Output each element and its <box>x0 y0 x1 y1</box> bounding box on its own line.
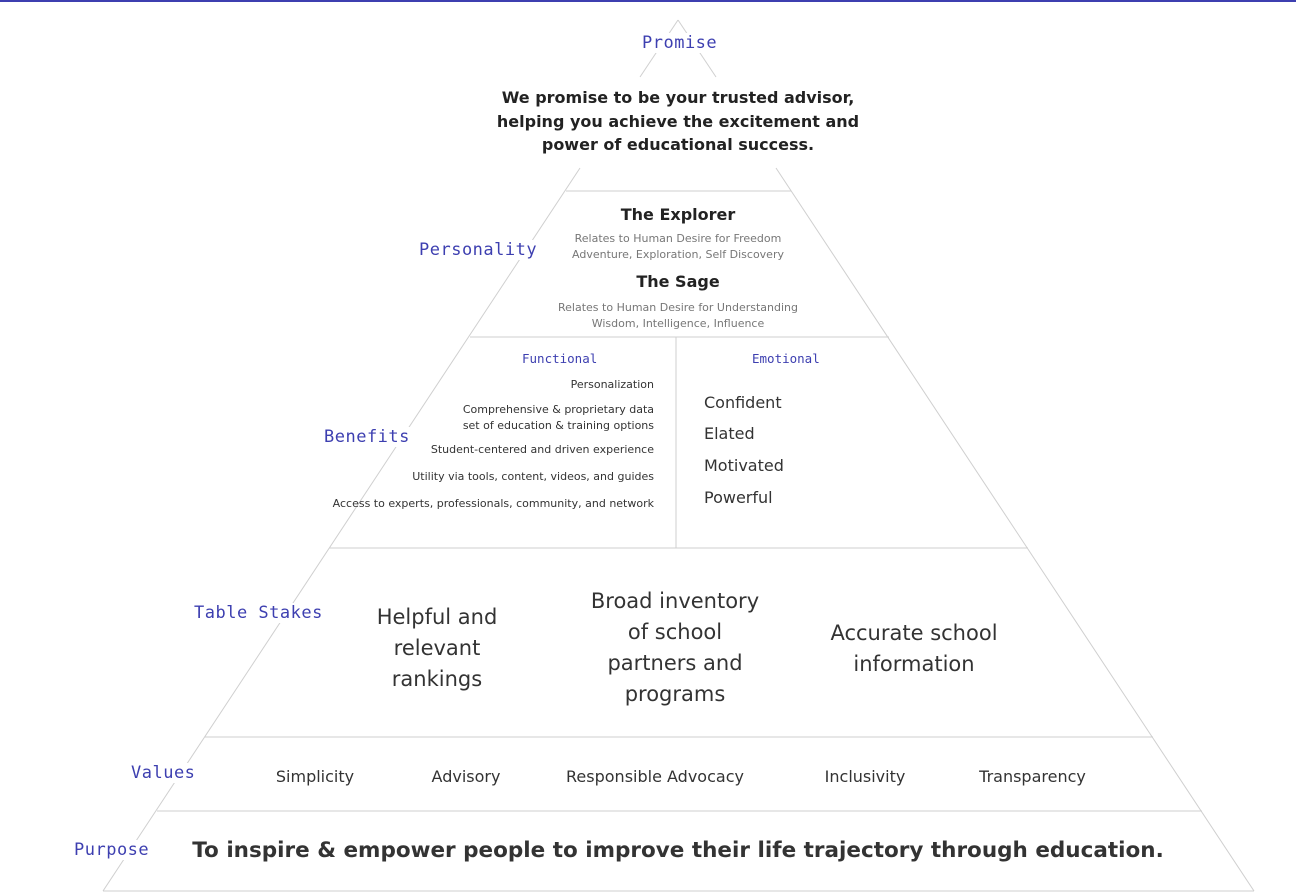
table-stake-line: Helpful and <box>376 605 498 629</box>
archetype-title: The Sage <box>636 272 720 291</box>
layer-label-benefits: Benefits <box>320 427 414 447</box>
functional-benefit: Access to experts, professionals, commun… <box>332 497 654 510</box>
layer-label-promise: Promise <box>638 33 722 53</box>
archetype-description: Relates to Human Desire for Freedom Adve… <box>478 231 878 263</box>
promise-line: helping you achieve the excitement and <box>496 111 860 131</box>
layer-label-personality: Personality <box>415 240 542 260</box>
value-item: Transparency <box>979 767 1086 786</box>
archetype-desc-line: Relates to Human Desire for Freedom <box>574 232 782 245</box>
table-stake-line: of school <box>627 620 723 644</box>
functional-heading: Functional <box>522 351 598 366</box>
emotional-benefit: Motivated <box>704 456 784 475</box>
table-stake-line: Accurate school <box>830 621 998 645</box>
functional-benefit-line: set of education & training options <box>462 419 654 432</box>
table-stake-line: relevant <box>393 636 481 660</box>
value-item: Responsible Advocacy <box>566 767 744 786</box>
functional-benefit: Comprehensive & proprietary data set of … <box>463 402 654 434</box>
table-stake-line: Broad inventory <box>590 589 760 613</box>
pyramid-edge-right <box>775 167 1255 892</box>
emotional-benefit: Powerful <box>704 488 773 507</box>
emotional-heading: Emotional <box>752 351 820 366</box>
table-stake-item: Broad inventory of school partners and p… <box>565 586 785 710</box>
table-stake-item: Helpful and relevant rankings <box>337 602 537 695</box>
promise-line: We promise to be your trusted advisor, <box>501 88 855 107</box>
promise-statement: We promise to be your trusted advisor, h… <box>478 86 878 157</box>
emotional-benefit: Elated <box>704 424 755 443</box>
archetype-desc-line: Wisdom, Intelligence, Influence <box>591 317 765 330</box>
layer-label-table-stakes: Table Stakes <box>190 603 327 623</box>
functional-benefit-line: Comprehensive & proprietary data <box>462 403 654 416</box>
table-stake-line: partners and <box>607 651 743 675</box>
emotional-benefit: Confident <box>704 393 782 412</box>
table-stake-line: rankings <box>391 667 483 691</box>
table-stake-line: programs <box>624 682 726 706</box>
functional-benefit: Personalization <box>570 378 654 391</box>
value-item: Inclusivity <box>824 767 906 786</box>
top-accent-bar <box>0 0 1296 2</box>
table-stake-item: Accurate school information <box>804 618 1024 680</box>
value-item: Advisory <box>431 767 501 786</box>
archetype-desc-line: Adventure, Exploration, Self Discovery <box>572 248 784 261</box>
promise-line: power of educational success. <box>541 135 815 154</box>
layer-label-values: Values <box>127 763 200 783</box>
purpose-statement: To inspire & empower people to improve t… <box>192 838 1164 863</box>
archetype-desc-line: Relates to Human Desire for Understandin… <box>558 301 798 314</box>
archetype-title: The Explorer <box>620 205 736 224</box>
layer-label-purpose: Purpose <box>70 840 154 860</box>
table-stake-line: information <box>853 652 975 676</box>
functional-benefit: Utility via tools, content, videos, and … <box>412 470 654 483</box>
value-item: Simplicity <box>275 767 355 786</box>
archetype-description: Relates to Human Desire for Understandin… <box>478 300 878 332</box>
functional-benefit: Student-centered and driven experience <box>430 443 654 456</box>
